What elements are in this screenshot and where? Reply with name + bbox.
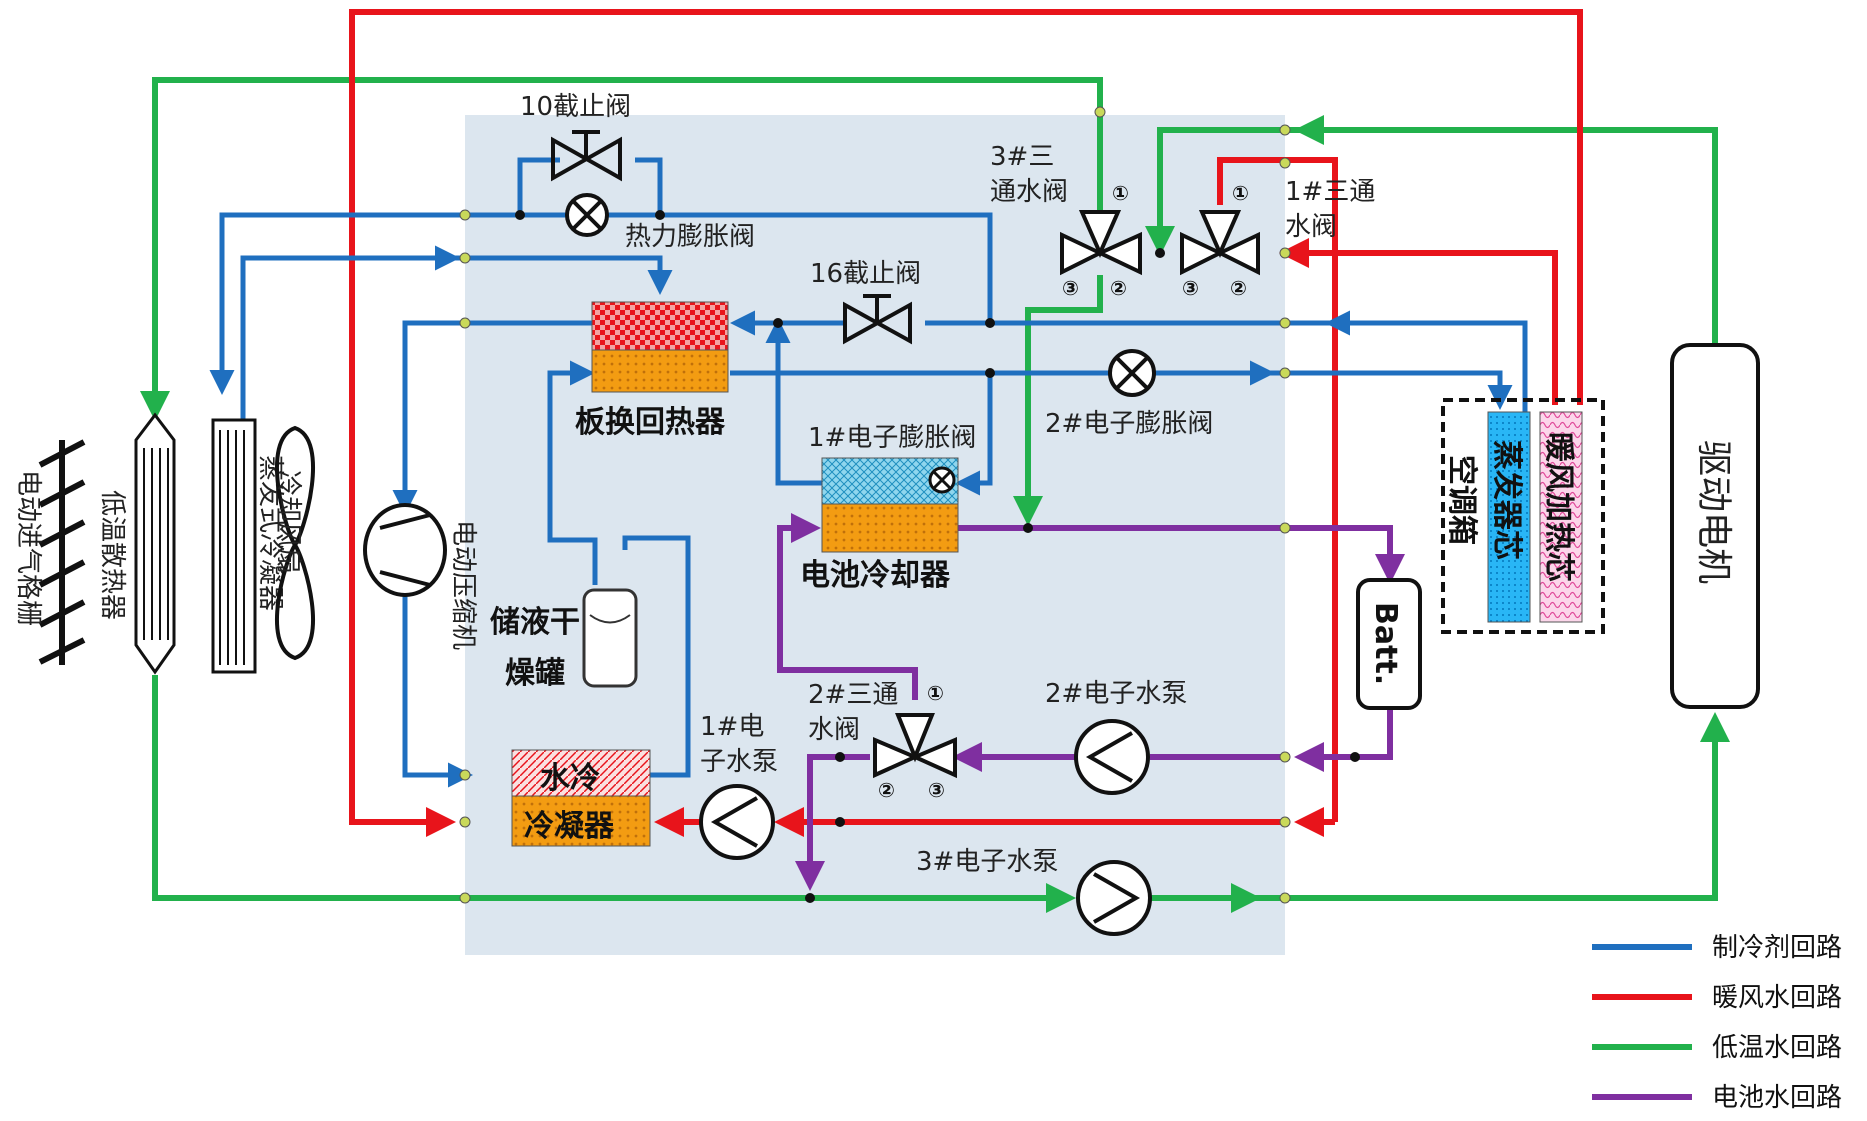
evap-condenser (211, 418, 257, 674)
condenser-label-top: 水冷 (540, 761, 600, 796)
expansion-valve-icon[interactable] (928, 466, 956, 494)
pump1-label-2: 子水泵 (700, 747, 778, 777)
radiator-label: 低温散热器 (97, 490, 127, 620)
low-temp-radiator (134, 412, 176, 675)
fan-icon (274, 425, 316, 661)
valve10-label: 10截止阀 (520, 92, 631, 122)
heating-water-loop (349, 9, 1583, 837)
plate-hx-label: 板换回热器 (575, 405, 726, 440)
pump-icon[interactable] (699, 784, 775, 860)
battery-label: Batt. (1368, 602, 1403, 685)
compressor-label: 电动压缩机 (448, 520, 478, 650)
water-cooled-condenser (511, 749, 651, 847)
expansion-valve-icon[interactable] (565, 193, 609, 237)
valve3-port3: ③ (1062, 276, 1079, 300)
valve3way3-label-1: 3#三 (990, 142, 1054, 172)
valve3way1-label-1: 1#三通 (1285, 177, 1375, 207)
receiver-drier (582, 588, 638, 688)
three-way-valve-icon[interactable] (873, 713, 957, 779)
battery-chiller-label: 电池冷却器 (800, 558, 951, 593)
grille-label: 电动进气格栅 (13, 470, 43, 626)
valve3way2-label-1: 2#三通 (808, 680, 898, 710)
drive-motor-box (1670, 343, 1760, 709)
valve3-port1: ① (1112, 181, 1129, 205)
battery-chiller (821, 457, 959, 553)
pump2-label: 2#电子水泵 (1045, 679, 1187, 709)
junction-dots (515, 210, 1360, 903)
drive-motor-label: 驱动电机 (1693, 440, 1734, 584)
expansion-valve-icon[interactable] (1108, 349, 1156, 397)
receiver-label-1: 储液干 (490, 605, 580, 640)
legend-label: 暖风水回路 (1712, 983, 1842, 1013)
low-temp-water-loop (140, 77, 1730, 913)
valve3-port2: ② (1110, 276, 1127, 300)
grille-icon (38, 439, 86, 665)
panel-port-dots (459, 106, 1291, 904)
pump1-label-1: 1#电 (700, 712, 764, 742)
valve2-port1: ① (927, 681, 944, 705)
valve1-port1: ① (1232, 181, 1249, 205)
compressor-icon[interactable] (363, 503, 447, 597)
valve1-port3: ③ (1182, 276, 1199, 300)
pump-icon[interactable] (1076, 860, 1152, 936)
legend-label: 制冷剂回路 (1712, 933, 1842, 963)
valve16-label: 16截止阀 (810, 259, 921, 289)
shutoff-valve-icon[interactable] (551, 130, 622, 182)
valve2-port2: ② (878, 778, 895, 802)
legend-label: 低温水回路 (1712, 1033, 1842, 1063)
ac-box-label: 空调箱 (1444, 455, 1479, 545)
shutoff-valve-icon[interactable] (843, 294, 912, 345)
evaporator-core-label: 蒸发器芯 (1489, 440, 1524, 560)
pump3-label: 3#电子水泵 (916, 847, 1058, 877)
pump-icon[interactable] (1074, 719, 1150, 795)
receiver-label-2: 燥罐 (505, 656, 565, 691)
valve3way3-label-2: 通水阀 (990, 177, 1068, 207)
eexv1-label: 1#电子膨胀阀 (808, 423, 976, 453)
battery-water-loop (777, 513, 1405, 891)
ac-box (1441, 398, 1605, 634)
valve2-port3: ③ (928, 778, 945, 802)
three-way-valve-icon[interactable] (1180, 210, 1260, 276)
legend-label: 电池水回路 (1712, 1083, 1842, 1113)
three-way-valve-icon[interactable] (1060, 210, 1142, 276)
battery-box (1356, 578, 1422, 710)
valve1-port2: ② (1230, 276, 1247, 300)
fan-label: 冷却风扇 (273, 470, 303, 574)
eexv2-label: 2#电子膨胀阀 (1045, 409, 1213, 439)
condenser-label-bottom: 冷凝器 (524, 809, 615, 844)
valve3way2-label-2: 水阀 (808, 715, 860, 745)
txv-label: 热力膨胀阀 (625, 222, 755, 252)
plate-heat-exchanger (591, 301, 729, 393)
valve3way1-label-2: 水阀 (1285, 212, 1337, 242)
heater-core-label: 暖风加热芯 (1541, 432, 1576, 582)
